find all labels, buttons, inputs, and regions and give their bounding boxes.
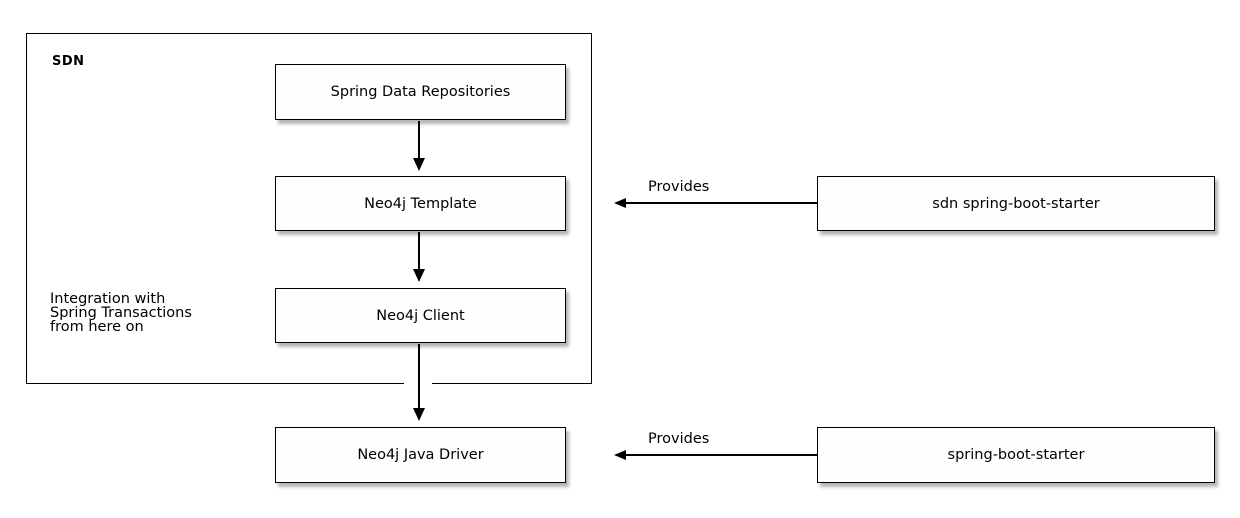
note-line: Integration with bbox=[50, 291, 166, 307]
arrow-line-repositories-to-template bbox=[418, 121, 420, 159]
arrow-head-down-icon bbox=[413, 269, 425, 282]
node-label: spring-boot-starter bbox=[947, 447, 1085, 463]
node-sdn-spring-boot-starter: sdn spring-boot-starter bbox=[817, 176, 1215, 231]
node-label: Spring Data Repositories bbox=[330, 84, 511, 100]
node-label: Neo4j Java Driver bbox=[357, 447, 484, 463]
arrow-head-left-icon bbox=[614, 450, 626, 460]
arrow-line-client-to-driver bbox=[418, 344, 420, 409]
note-line: Spring Transactions bbox=[50, 305, 192, 321]
arrow-line-template-to-client bbox=[418, 232, 420, 270]
node-spring-data-repositories: Spring Data Repositories bbox=[275, 64, 566, 120]
node-label: Neo4j Client bbox=[376, 307, 465, 324]
note-line: from here on bbox=[50, 319, 144, 335]
node-neo4j-template: Neo4j Template bbox=[275, 176, 566, 231]
arrow-line-boot-starter-to-driver bbox=[626, 454, 817, 456]
node-spring-boot-starter: spring-boot-starter bbox=[817, 427, 1215, 483]
node-neo4j-java-driver: Neo4j Java Driver bbox=[275, 427, 566, 483]
arrow-head-left-icon bbox=[614, 198, 626, 208]
node-neo4j-client: Neo4j Client bbox=[275, 288, 566, 343]
sdn-container bbox=[26, 33, 592, 384]
node-label: sdn spring-boot-starter bbox=[932, 195, 1100, 212]
edge-label-provides-bottom: Provides bbox=[648, 431, 710, 447]
arrow-head-down-icon bbox=[413, 158, 425, 171]
edge-label-provides-top: Provides bbox=[648, 179, 710, 195]
arrow-line-sdn-starter-to-template bbox=[626, 202, 817, 204]
arrow-head-down-icon bbox=[413, 408, 425, 421]
spring-transactions-note: Integration with Spring Transactions fro… bbox=[50, 291, 192, 335]
sdn-container-label: SDN bbox=[52, 54, 85, 69]
node-label: Neo4j Template bbox=[364, 195, 477, 212]
